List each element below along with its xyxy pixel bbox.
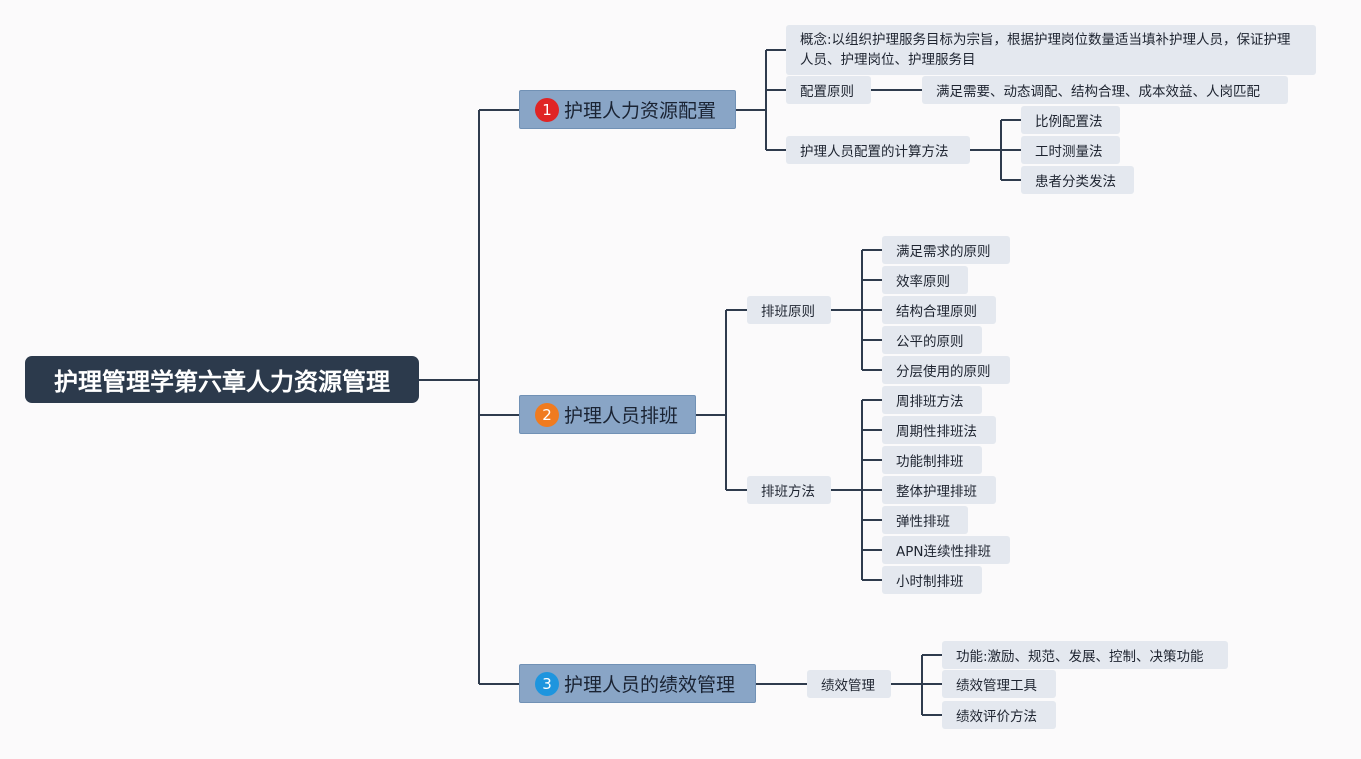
- connector-paiban-yuanze: [831, 249, 882, 371]
- node-ratio-method[interactable]: 比例配置法: [1021, 106, 1120, 134]
- node-calculation-methods[interactable]: 护理人员配置的计算方法: [786, 136, 970, 164]
- number-badge-3: 3: [535, 671, 559, 696]
- branch-performance-management[interactable]: 3 护理人员的绩效管理: [519, 664, 756, 703]
- list-item[interactable]: 功能制排班: [882, 446, 982, 474]
- root-topic[interactable]: 护理管理学第六章人力资源管理: [25, 356, 419, 403]
- connector-branch2: [696, 309, 747, 491]
- node-allocation-principles-detail[interactable]: 满足需要、动态调配、结构合理、成本效益、人岗匹配: [922, 76, 1288, 104]
- list-item[interactable]: 弹性排班: [882, 506, 968, 534]
- connector-branch1: [736, 49, 786, 151]
- number-badge-1: 1: [535, 97, 559, 122]
- list-item[interactable]: 功能:激励、规范、发展、控制、决策功能: [942, 641, 1228, 669]
- node-time-measurement-method[interactable]: 工时测量法: [1021, 136, 1120, 164]
- connector-paiban-fangfa: [831, 399, 882, 581]
- list-item[interactable]: 公平的原则: [882, 326, 982, 354]
- branch-label: 护理人力资源配置: [564, 100, 717, 122]
- list-item[interactable]: 周期性排班法: [882, 416, 996, 444]
- branch-label: 护理人员的绩效管理: [564, 674, 736, 696]
- list-item[interactable]: 整体护理排班: [882, 476, 996, 504]
- node-scheduling-principles[interactable]: 排班原则: [747, 296, 831, 324]
- list-item[interactable]: 分层使用的原则: [882, 356, 1010, 384]
- node-concept[interactable]: 概念:以组织护理服务目标为宗旨，根据护理岗位数量适当填补护理人员，保证护理人员、…: [786, 25, 1316, 75]
- list-item[interactable]: 绩效评价方法: [942, 701, 1056, 729]
- node-performance-management[interactable]: 绩效管理: [807, 670, 891, 698]
- node-patient-classification-method[interactable]: 患者分类发法: [1021, 166, 1134, 194]
- list-item[interactable]: 周排班方法: [882, 386, 982, 414]
- list-item[interactable]: 小时制排班: [882, 566, 982, 594]
- connector-jisuan-fangfa: [970, 119, 1021, 181]
- branch-label: 护理人员排班: [564, 405, 679, 427]
- list-item[interactable]: APN连续性排班: [882, 536, 1010, 564]
- branch-scheduling[interactable]: 2 护理人员排班: [519, 395, 696, 434]
- list-item[interactable]: 绩效管理工具: [942, 670, 1056, 698]
- node-allocation-principles[interactable]: 配置原则: [786, 76, 871, 104]
- connector-root-branches: [419, 109, 519, 685]
- list-item[interactable]: 满足需求的原则: [882, 236, 1010, 264]
- branch-staffing-allocation[interactable]: 1 护理人力资源配置: [519, 90, 736, 129]
- number-badge-2: 2: [535, 402, 559, 427]
- connector-jixiao-guanli: [891, 654, 942, 716]
- list-item[interactable]: 效率原则: [882, 266, 968, 294]
- list-item[interactable]: 结构合理原则: [882, 296, 996, 324]
- node-scheduling-methods[interactable]: 排班方法: [747, 476, 831, 504]
